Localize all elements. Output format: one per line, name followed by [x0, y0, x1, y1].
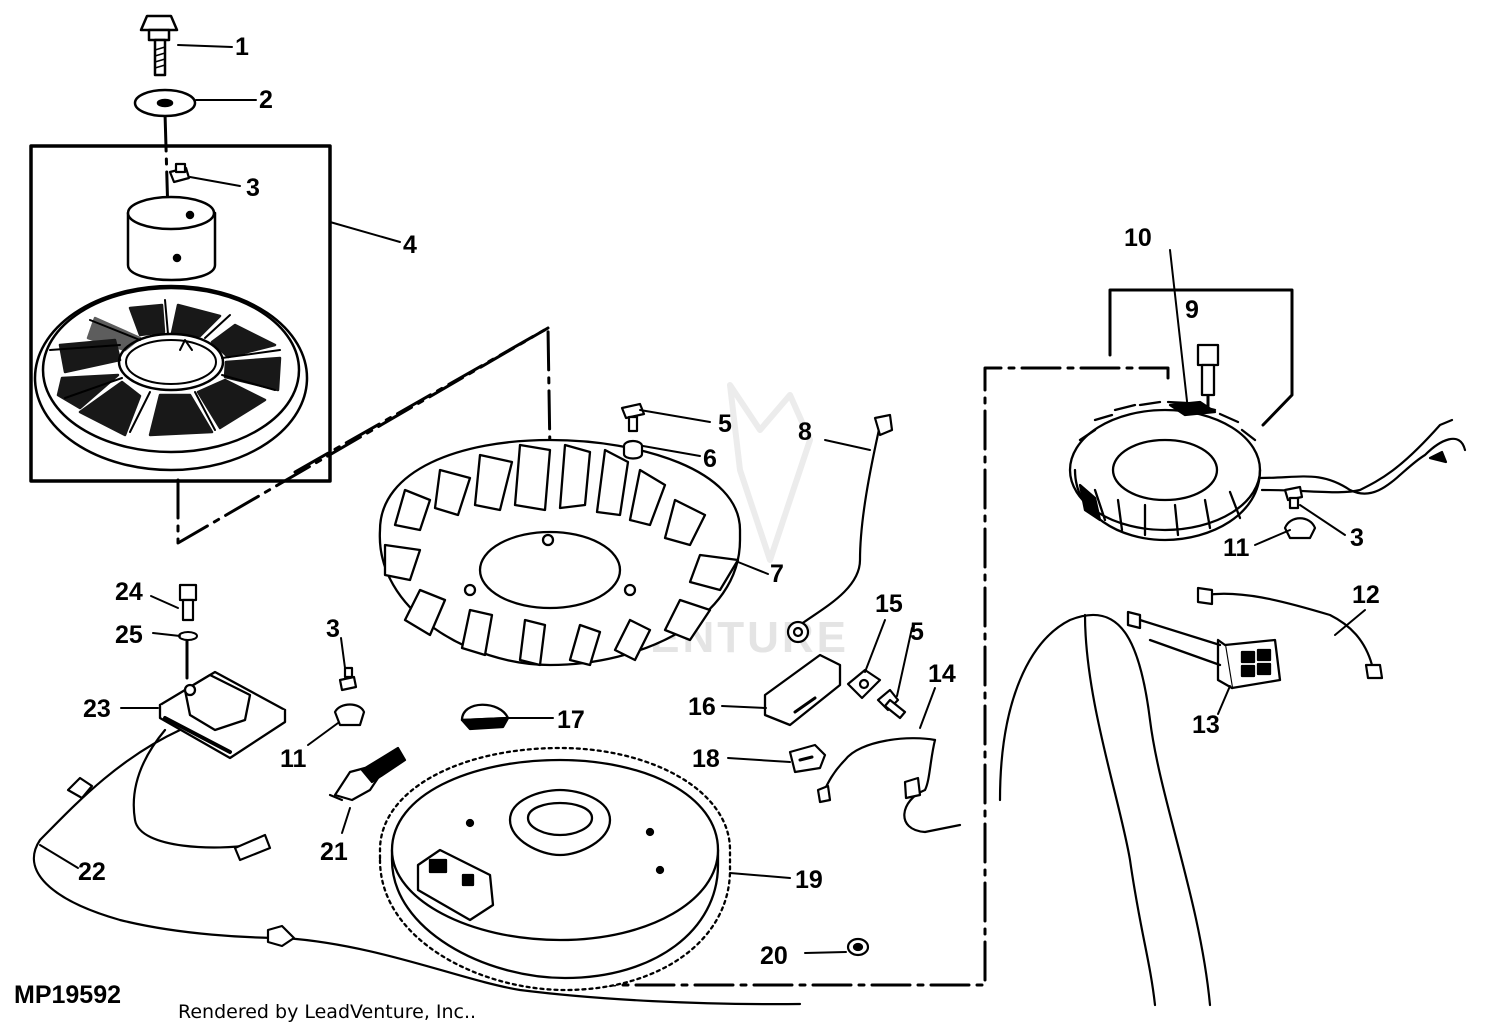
part-23-ignition-module: [158, 670, 287, 760]
part-12-jumper-wire: [1196, 586, 1384, 680]
part-20-washer: [846, 937, 870, 957]
callout-10: 10: [1124, 224, 1152, 252]
callouts: 1 2 3 4 5 6 7 8 9 10 3 11 12 13 24 25 23…: [78, 33, 1380, 970]
part-11-clip-lower: [333, 703, 366, 727]
credit-line: Rendered by LeadVenture, Inc..: [178, 1001, 476, 1023]
part-5-screw-rectifier: [876, 688, 907, 720]
callout-11-lower: 11: [280, 745, 307, 773]
callout-24: 24: [115, 578, 143, 606]
magnet-sleeve: [126, 195, 217, 282]
part-8-ground-wire: [786, 413, 894, 644]
part-5-screw-fan: [620, 402, 646, 433]
callout-19: 19: [795, 866, 823, 894]
callout-1: 1: [235, 33, 249, 61]
callout-15: 15: [875, 590, 903, 618]
callout-3-lower: 3: [326, 615, 340, 643]
callout-17: 17: [557, 706, 585, 734]
callout-21: 21: [320, 838, 348, 866]
callout-18: 18: [692, 745, 720, 773]
part-9-bolt: [1196, 343, 1220, 397]
part-25-washer: [178, 631, 198, 641]
callout-3: 3: [246, 174, 260, 202]
callout-23: 23: [83, 695, 111, 723]
leader-lines: [39, 44, 1366, 954]
wire-paths: [32, 613, 1212, 1007]
part-3-screw-stator: [1283, 485, 1304, 510]
callout-6: 6: [703, 445, 717, 473]
part-22-wire-lead: [66, 776, 296, 948]
callout-7: 7: [770, 560, 784, 588]
rotating-screen: [33, 284, 309, 472]
part-15-gasket: [846, 668, 882, 700]
callout-3-stator: 3: [1350, 524, 1364, 552]
part-10-bracket: [1108, 288, 1294, 427]
callout-5: 5: [718, 410, 732, 438]
part-7-fan: [378, 438, 742, 667]
callout-13: 13: [1192, 711, 1220, 739]
callout-14: 14: [928, 660, 956, 688]
part-16-rectifier: [763, 653, 842, 727]
callout-8: 8: [798, 418, 812, 446]
figure-id: MP19592: [14, 981, 121, 1009]
part-14-connectors: [816, 776, 922, 804]
part-17-key: [460, 703, 510, 731]
part-21-spark-plug-connector: [328, 746, 407, 802]
part-2-washer: [133, 88, 197, 118]
callout-20: 20: [760, 942, 788, 970]
callout-16: 16: [688, 693, 716, 721]
part-19-flywheel: [378, 746, 732, 992]
part-24-bolt: [178, 583, 198, 622]
callout-11-stator: 11: [1223, 534, 1250, 562]
stator-leads: [1258, 418, 1467, 495]
part-3-screw-upper: [168, 162, 191, 184]
part-6-spacer: [622, 439, 644, 460]
part-3-screw-lower: [338, 666, 358, 692]
callout-4: 4: [403, 231, 417, 259]
part-10-stator: [1068, 400, 1262, 542]
callout-5-rectifier: 5: [910, 618, 924, 646]
part-11-clip-stator: [1283, 517, 1317, 540]
callout-22: 22: [78, 858, 106, 886]
callout-9: 9: [1185, 296, 1199, 324]
callout-2: 2: [259, 86, 273, 114]
callout-12: 12: [1352, 581, 1380, 609]
part-1-bolt: [139, 14, 179, 77]
callout-25: 25: [115, 621, 143, 649]
part-18-fuse: [788, 743, 827, 774]
part-4-kit-box: [29, 144, 332, 483]
part-13-connector: [1126, 610, 1282, 690]
